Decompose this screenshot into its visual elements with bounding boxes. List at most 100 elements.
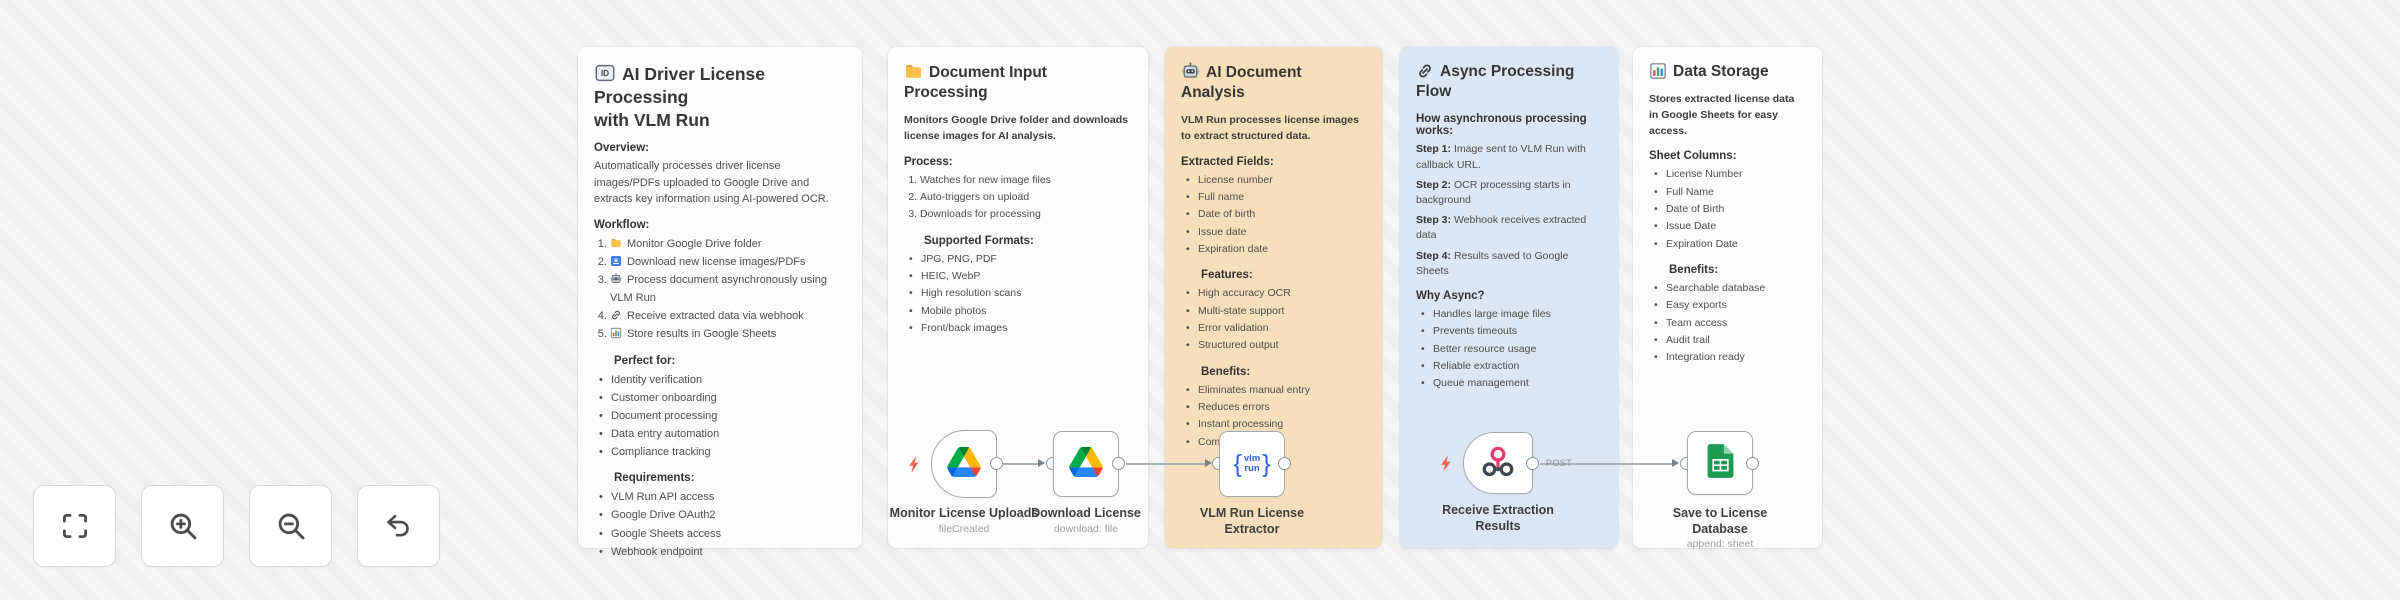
zoom-out-icon bbox=[278, 513, 304, 540]
list-item: Error validation bbox=[1186, 320, 1366, 338]
output-port[interactable] bbox=[1278, 457, 1291, 470]
process-list: Watches for new image files Auto-trigger… bbox=[904, 172, 1132, 224]
output-port[interactable] bbox=[1746, 457, 1759, 470]
intro-text: Stores extracted license data in Google … bbox=[1649, 93, 1795, 137]
list-item: Date of Birth bbox=[1654, 201, 1806, 219]
perfect-for-list: Identity verification Customer onboardin… bbox=[594, 371, 846, 462]
list-item: Monitor Google Drive folder bbox=[610, 235, 846, 253]
list-item: Date of birth bbox=[1186, 206, 1366, 224]
list-item: Process document asynchronously using VL… bbox=[610, 271, 846, 307]
list-item: Better resource usage bbox=[1421, 341, 1602, 359]
node-download-license[interactable] bbox=[1053, 431, 1119, 497]
note-title: Data Storage bbox=[1649, 62, 1806, 82]
list-item: Integration ready bbox=[1654, 349, 1806, 367]
webhook-icon bbox=[1481, 444, 1515, 483]
section-heading: Benefits: bbox=[1201, 365, 1251, 378]
list-item: High accuracy OCR bbox=[1186, 285, 1366, 303]
connection-arrowhead bbox=[1672, 459, 1679, 467]
list-item: Google Drive OAuth2 bbox=[599, 506, 846, 524]
node-label: Monitor License Uploads fileCreated bbox=[864, 506, 1064, 536]
connection-line[interactable] bbox=[1126, 463, 1207, 465]
list-item: Store results in Google Sheets bbox=[610, 325, 846, 343]
features-list: High accuracy OCR Multi-state support Er… bbox=[1181, 285, 1366, 355]
async-step: Step 4: Results saved to Google Sheets bbox=[1416, 249, 1569, 277]
list-item: Expiration Date bbox=[1654, 236, 1806, 254]
list-item: Compliance tracking bbox=[599, 443, 846, 461]
fit-view-icon bbox=[62, 513, 87, 539]
output-port[interactable] bbox=[1526, 457, 1539, 470]
list-item: Queue management bbox=[1421, 375, 1602, 393]
list-item: High resolution scans bbox=[909, 285, 1132, 303]
list-item: Watches for new image files bbox=[920, 172, 1132, 189]
list-item: Data entry automation bbox=[599, 425, 846, 443]
list-item: Issue Date bbox=[1654, 218, 1806, 236]
list-item: HEIC, WebP bbox=[909, 268, 1132, 286]
google-sheets-icon bbox=[1707, 443, 1734, 483]
node-monitor-license-uploads[interactable] bbox=[931, 430, 997, 498]
list-item: Identity verification bbox=[599, 371, 846, 389]
list-item: Eliminates manual entry bbox=[1186, 382, 1366, 400]
google-drive-icon bbox=[947, 446, 981, 482]
section-heading: Benefits: bbox=[1669, 263, 1719, 276]
list-item: Issue date bbox=[1186, 224, 1366, 242]
node-label: Save to License Database append: sheet bbox=[1665, 506, 1775, 551]
requirements-list: VLM Run API access Google Drive OAuth2 G… bbox=[594, 488, 846, 561]
why-async-list: Handles large image files Prevents timeo… bbox=[1416, 306, 1602, 393]
list-item: Searchable database bbox=[1654, 280, 1806, 298]
node-label: VLM Run License Extractor bbox=[1199, 506, 1305, 536]
node-label: Download License download: file bbox=[1006, 506, 1166, 536]
section-heading: Overview: bbox=[594, 142, 649, 155]
list-item: Receive extracted data via webhook bbox=[610, 307, 846, 325]
output-port[interactable] bbox=[1112, 457, 1125, 470]
list-item: Instant processing bbox=[1186, 416, 1366, 434]
node-subtitle: fileCreated bbox=[938, 522, 990, 535]
benefits-list: Searchable database Easy exports Team ac… bbox=[1649, 280, 1806, 367]
note-title: AI Document Analysis bbox=[1181, 62, 1302, 102]
list-item: Easy exports bbox=[1654, 297, 1806, 315]
section-heading: Sheet Columns: bbox=[1649, 150, 1737, 163]
note-title: Document Input Processing bbox=[904, 64, 1047, 102]
section-heading: Workflow: bbox=[594, 218, 650, 231]
node-save-to-license-database[interactable] bbox=[1687, 431, 1753, 495]
async-step: Step 1: Image sent to VLM Run with callb… bbox=[1416, 143, 1586, 171]
undo-icon bbox=[386, 514, 409, 537]
formats-list: JPG, PNG, PDF HEIC, WebP High resolution… bbox=[904, 251, 1132, 338]
list-item: VLM Run API access bbox=[599, 488, 846, 506]
list-item: Full Name bbox=[1654, 184, 1806, 202]
connection-arrowhead bbox=[1038, 459, 1045, 467]
connection-line[interactable] bbox=[1540, 463, 1674, 465]
list-item: Download new license images/PDFs bbox=[610, 253, 846, 271]
bar-chart-icon bbox=[1649, 62, 1667, 80]
list-item: Reliable extraction bbox=[1421, 358, 1602, 376]
list-item: Mobile photos bbox=[909, 303, 1132, 321]
zoom-out-button[interactable] bbox=[249, 485, 332, 567]
output-port[interactable] bbox=[990, 457, 1003, 470]
section-heading: Extracted Fields: bbox=[1181, 155, 1274, 168]
fit-view-button[interactable] bbox=[33, 485, 116, 567]
list-item: Downloads for processing bbox=[920, 206, 1132, 223]
folder-icon bbox=[610, 237, 622, 249]
section-heading: Why Async? bbox=[1416, 290, 1485, 303]
list-item: Multi-state support bbox=[1186, 303, 1366, 321]
node-receive-extraction-results[interactable] bbox=[1463, 432, 1533, 494]
undo-button[interactable] bbox=[357, 485, 440, 567]
intro-text: Monitors Google Drive folder and downloa… bbox=[904, 114, 1129, 143]
link-icon bbox=[1416, 62, 1434, 80]
section-heading: How asynchronous processing works: bbox=[1416, 113, 1587, 138]
list-item: Webhook endpoint bbox=[599, 543, 846, 561]
zoom-in-button[interactable] bbox=[141, 485, 224, 567]
id-badge-icon: ID bbox=[594, 62, 616, 84]
list-item: JPG, PNG, PDF bbox=[909, 251, 1132, 269]
svg-text:ID: ID bbox=[601, 69, 609, 78]
list-item: Expiration date bbox=[1186, 241, 1366, 259]
list-item: Prevents timeouts bbox=[1421, 323, 1602, 341]
connection-line[interactable] bbox=[1003, 463, 1041, 465]
trigger-bolt-icon bbox=[905, 455, 924, 474]
list-item: License number bbox=[1186, 172, 1366, 190]
